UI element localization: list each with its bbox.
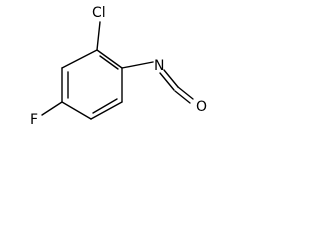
ring-bond-top-right [96, 49, 123, 69]
bond-c-to-o [177, 86, 194, 100]
ring-bond-bottom-right [90, 101, 123, 120]
ring-bond-top-left [61, 49, 98, 69]
bond-c-to-o-second [174, 90, 191, 104]
bond-ring-to-f [41, 101, 63, 116]
fluorine-label: F [30, 112, 38, 128]
bond-n-to-c [163, 69, 179, 88]
nitrogen-label: N [154, 58, 164, 74]
ring-bond-bottom-left [61, 101, 92, 120]
oxygen-label: O [196, 99, 207, 115]
molecule-diagram: Cl F N O [30, 5, 207, 128]
bond-n-to-c-second [159, 72, 175, 91]
bond-ring-to-n [121, 61, 154, 69]
chlorine-label: Cl [92, 5, 106, 21]
ring-double-bond-top [99, 55, 119, 70]
ring-double-bond-bottom [92, 98, 118, 114]
benzene-ring [61, 49, 123, 120]
bond-ring-to-cl [96, 21, 101, 51]
substituent-bonds [41, 21, 194, 116]
structure-canvas: Cl F N O [0, 0, 226, 131]
